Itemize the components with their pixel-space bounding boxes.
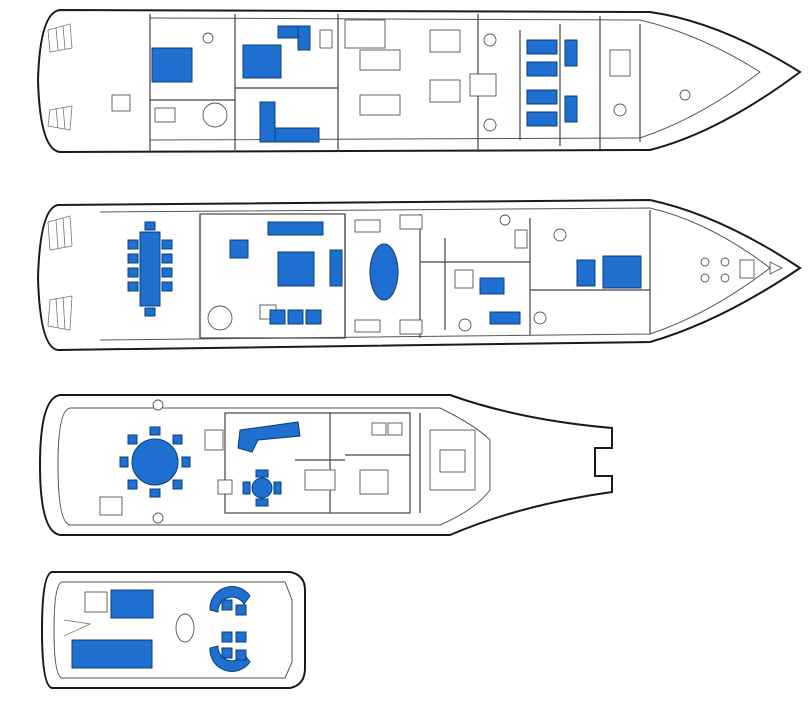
sun-deck-furniture — [71, 586, 251, 672]
main-deck-furniture — [127, 221, 642, 325]
salon-sofa — [267, 221, 324, 236]
upper-deck-plan — [38, 394, 613, 536]
salon-armchair — [269, 309, 286, 325]
crew-berth — [526, 89, 558, 105]
round-table-chairs — [119, 426, 191, 498]
main-deck-stern-steps — [47, 215, 73, 331]
cabin-bed — [151, 47, 193, 83]
cabin-sofa — [277, 25, 299, 39]
crew-berth — [564, 39, 578, 67]
lower-deck-stern-steps — [47, 23, 73, 131]
lower-deck-hull — [36, 8, 802, 154]
salon-sofa — [329, 249, 343, 287]
main-deck-plan — [36, 198, 802, 352]
salon-armchair — [287, 309, 304, 325]
round-dining-table — [131, 438, 179, 486]
master-bed — [602, 255, 642, 289]
upper-deck-furniture — [119, 421, 301, 507]
sun-deck-curved-seating — [209, 586, 251, 613]
lower-deck-bulkheads — [149, 14, 641, 152]
card-table — [251, 477, 273, 499]
crew-berth — [526, 111, 558, 127]
skylounge-sofa — [237, 421, 301, 453]
cabin-bunk — [259, 101, 276, 143]
main-deck-bulkheads — [199, 210, 651, 339]
sun-deck-hull — [40, 571, 306, 689]
cabin-bunk — [274, 127, 320, 143]
lower-deck-hatch — [111, 94, 131, 112]
master-sofa — [576, 259, 596, 287]
lower-deck-furniture — [151, 25, 578, 143]
lower-deck-inner-line — [149, 17, 761, 141]
upper-deck-fixtures — [99, 399, 476, 524]
upper-deck-inner-line — [57, 407, 491, 526]
salon-armchair — [229, 239, 249, 259]
cabin-bed — [242, 44, 282, 79]
sunpad — [71, 639, 153, 669]
sun-deck-inner-line — [53, 581, 293, 679]
salon-ottoman — [277, 251, 315, 287]
main-deck-chair — [489, 311, 521, 325]
crew-berth — [526, 61, 558, 77]
main-deck-chair — [479, 277, 505, 295]
salon-armchair — [305, 309, 322, 325]
cabin-sofa — [297, 25, 311, 51]
dining-table — [139, 231, 161, 307]
sunpad — [110, 589, 154, 619]
sun-deck-curved-seating — [209, 645, 251, 672]
lower-deck-plan — [36, 8, 802, 154]
main-deck-fixtures — [207, 214, 784, 335]
sun-deck-fixtures — [63, 591, 195, 643]
lower-deck-fixtures — [154, 19, 691, 132]
dining-chairs — [127, 221, 173, 317]
upper-deck-bulkheads — [224, 412, 421, 514]
crew-berth — [526, 39, 558, 55]
crew-berth — [564, 95, 578, 123]
oval-dining-table — [369, 243, 399, 301]
sun-deck-plan — [40, 571, 306, 689]
